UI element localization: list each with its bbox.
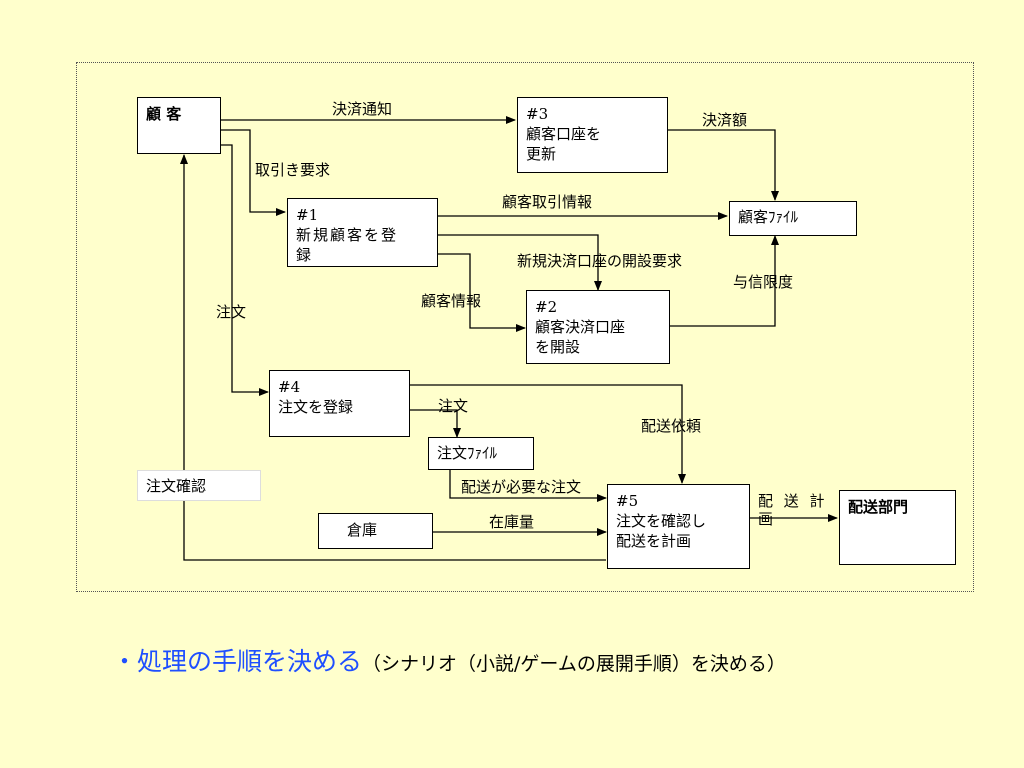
arrow-customer-info [438,253,526,332]
process-1-box: #1 新規顧客を登 録 [287,198,438,267]
customer-label: 顧 客 [146,105,182,123]
label-order-mid: 注文 [438,397,469,415]
order-file-box: 注文ﾌｧｲﾙ [428,437,534,470]
order-confirm-box: 注文確認 [137,470,261,501]
label-settlement-notice: 決済通知 [332,100,393,118]
arrow-settlement-amount [668,129,779,201]
arrow-order-confirm [180,154,606,561]
process-3-number: #3 [526,105,549,123]
arrow-delivery-needed-order [449,470,607,502]
label-delivery-plan: 配 送 計 画 [758,492,828,528]
process-2-number: #2 [535,298,558,316]
process-3-box: #3 顧客口座を 更新 [517,97,668,173]
process-2-box: #2 顧客決済口座 を開設 [526,290,670,364]
customer-file-box: 顧客ﾌｧｲﾙ [729,201,857,236]
process-4-text: 注文を登録 [278,398,354,416]
arrow-new-account-request [438,234,602,291]
customer-file-label: 顧客ﾌｧｲﾙ [738,208,799,226]
warehouse-box: 倉庫 [318,513,433,549]
label-stock-quantity: 在庫量 [489,513,535,531]
process-5-number: #5 [616,492,639,510]
label-delivery-request: 配送依頼 [641,417,702,435]
caption-main: ・処理の手順を決める [112,647,363,676]
process-5-box: #5 注文を確認し 配送を計画 [607,484,750,569]
arrow-order-to-file [410,409,461,438]
process-1-text: 新規顧客を登 録 [296,226,399,264]
label-customer-transaction-info: 顧客取引情報 [502,193,593,211]
label-delivery-needed-order: 配送が必要な注文 [461,478,582,496]
process-4-number: #4 [278,378,301,396]
label-credit-limit: 与信限度 [733,273,794,291]
process-4-box: #4 注文を登録 [269,370,410,437]
process-2-text: 顧客決済口座 を開設 [535,318,626,356]
process-1-number: #1 [296,206,319,224]
warehouse-label: 倉庫 [347,521,378,539]
arrow-transaction-request [220,129,286,216]
label-order-left: 注文 [216,303,247,321]
label-new-account-request: 新規決済口座の開設要求 [517,252,683,270]
label-customer-info: 顧客情報 [421,292,482,310]
process-5-text: 注文を確認し 配送を計画 [616,512,707,550]
arrow-order [220,144,269,396]
diagram-frame [76,62,974,592]
arrow-credit-limit [670,235,779,327]
label-settlement-amount: 決済額 [702,111,748,129]
process-3-text: 顧客口座を 更新 [526,125,602,163]
caption-sub: （シナリオ（小説/ゲームの展開手順）を決める） [362,653,786,675]
slide-caption: ・処理の手順を決める（シナリオ（小説/ゲームの展開手順）を決める） [112,642,786,678]
order-confirm-label: 注文確認 [146,477,207,495]
delivery-dept-label: 配送部門 [848,498,909,516]
customer-box: 顧 客 [137,97,221,154]
label-transaction-request: 取引き要求 [255,161,331,179]
order-file-label: 注文ﾌｧｲﾙ [437,444,498,462]
delivery-dept-box: 配送部門 [839,490,956,565]
arrow-delivery-request [410,384,686,484]
